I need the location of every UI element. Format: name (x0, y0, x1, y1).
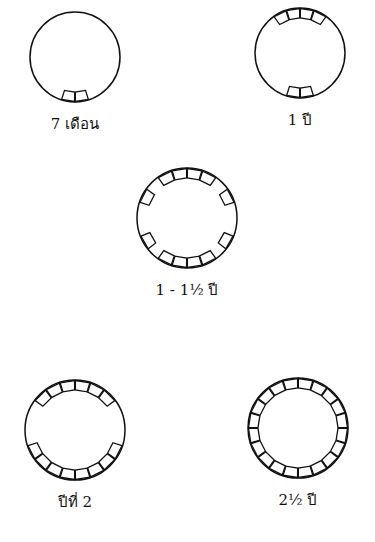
tooth (88, 463, 104, 477)
age-label: 1 ปี (288, 110, 312, 130)
age-label: 1 - 1½ ปี (156, 280, 219, 300)
tooth (311, 461, 327, 475)
tooth (28, 443, 42, 459)
tooth (287, 9, 300, 20)
dental-arch: 7 เดือน (28, 10, 122, 134)
age-label: 2½ ปี (279, 490, 318, 510)
tooth (251, 441, 265, 457)
tooth (75, 468, 90, 479)
tooth (300, 86, 313, 97)
tooth (283, 379, 298, 390)
dental-arch: 1 ปี (253, 6, 347, 130)
tooth (311, 11, 326, 25)
dental-arch: 1 - 1½ ปี (135, 166, 239, 300)
tooth (158, 171, 174, 185)
tooth (75, 90, 88, 101)
tooth (187, 256, 202, 267)
dental-arch: 2½ ปี (246, 376, 350, 510)
arch-outline (253, 6, 347, 100)
tooth (249, 428, 260, 443)
tooth (200, 171, 216, 185)
tooth (60, 381, 75, 392)
arch-outline (135, 166, 239, 270)
tooth (62, 90, 75, 101)
tooth (331, 399, 345, 415)
arch-circle (30, 12, 120, 102)
tooth (287, 86, 300, 97)
tooth (336, 413, 347, 428)
age-label: ปีที่ 2 (58, 492, 92, 512)
arch-outline (246, 376, 350, 480)
arch-outline (28, 10, 122, 104)
tooth (140, 189, 154, 205)
tooth (218, 233, 233, 249)
arch-circle (137, 168, 237, 268)
tooth (172, 169, 187, 180)
age-label: 7 เดือน (51, 114, 99, 134)
arch-circle (255, 8, 345, 98)
tooth (298, 466, 313, 477)
tooth (141, 233, 156, 249)
dental-arch: ปีที่ 2 (23, 378, 127, 512)
tooth (46, 383, 62, 397)
tooth (220, 189, 234, 205)
tooth (200, 251, 216, 265)
tooth (158, 251, 174, 265)
arch-outline (23, 378, 127, 482)
tooth (99, 390, 115, 406)
arch-circle (248, 378, 348, 478)
tooth (269, 381, 285, 395)
arch-circle (25, 380, 125, 480)
